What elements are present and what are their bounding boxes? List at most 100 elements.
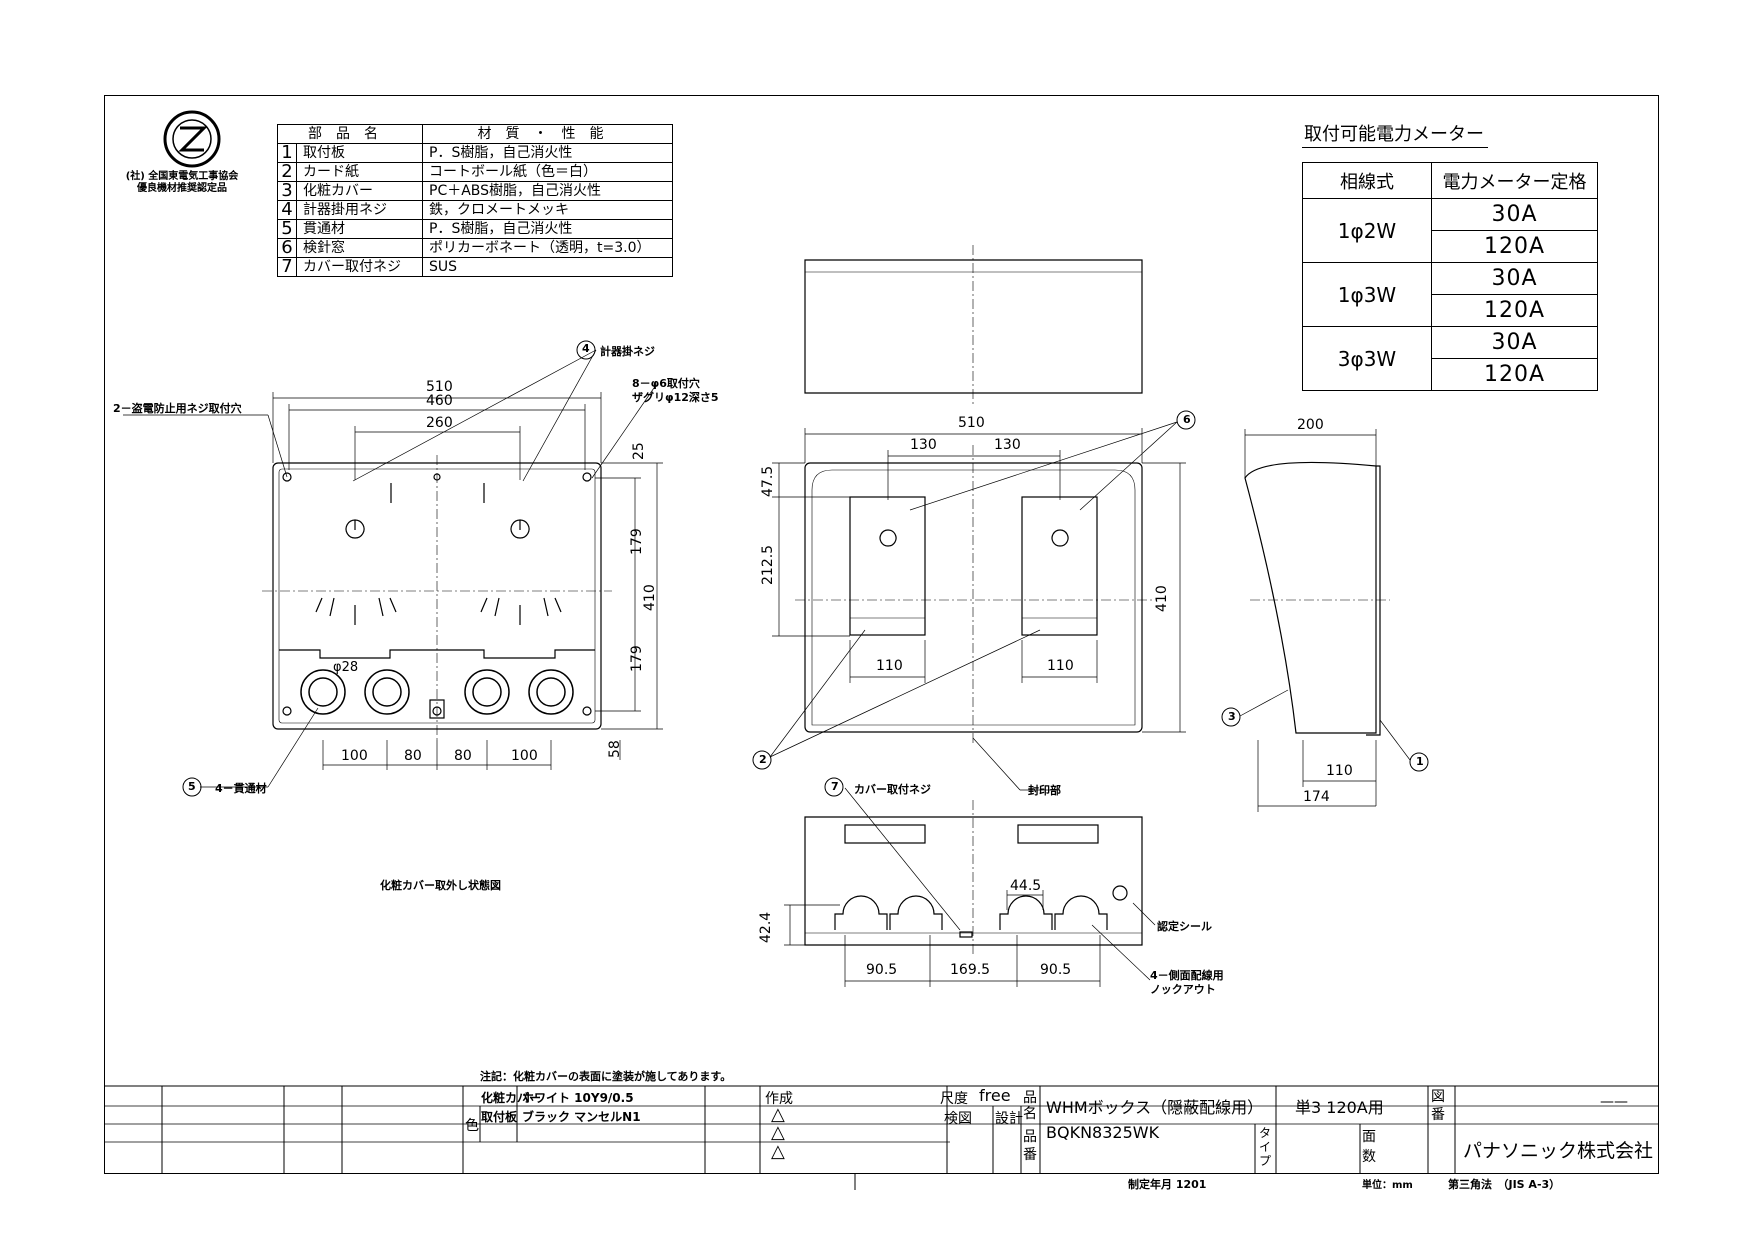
part-no: 3 [277,181,297,201]
callout-1: 1 [1416,755,1424,768]
cover-screw-label: カバー取付ネジ [854,783,931,796]
revision-mark: △ [771,1104,785,1125]
part-no: 7 [277,257,297,277]
dim-front-130b: 130 [994,437,1021,453]
dim-front-510: 510 [958,415,985,431]
parts-header-material: 材質・性能 [422,124,673,144]
dim-100a: 100 [341,748,368,764]
dim-100b: 100 [511,748,538,764]
part-no: 4 [277,200,297,220]
meter-rating: 30A [1431,326,1598,359]
meter-phase: 1φ3W [1302,262,1432,327]
dim-58: 58 [607,740,623,758]
meter-header-rating: 電力メーター定格 [1431,162,1598,199]
mount-holes-label-2: ザグリφ12深さ5 [632,391,719,404]
dim-42-4: 42.4 [758,911,774,943]
pages-label: 面数 [1362,1129,1376,1165]
dim-179a: 179 [629,528,645,555]
company-name: パナソニック株式会社 [1463,1140,1654,1162]
dim-169-5: 169.5 [950,962,991,978]
meter-header-phase: 相線式 [1302,162,1432,199]
cert-logo-icon [163,110,221,168]
part-material: SUS [422,257,673,277]
anti-theft-label: 2－盗電防止用ネジ取付穴 [113,402,242,415]
part-name: 計器掛用ネジ [296,200,423,220]
meter-rating: 30A [1431,198,1598,231]
dim-25: 25 [631,442,647,460]
spec-text: 単3 120A用 [1295,1098,1384,1117]
part-name: 化粧カバー [296,181,423,201]
unit-text: 単位：mm [1362,1180,1413,1191]
drawing-no-label: 図番 [1431,1089,1445,1123]
cover-color: ホワイト 10Y9/0.5 [522,1091,634,1105]
dim-80b: 80 [454,748,472,764]
meter-phase: 3φ3W [1302,326,1432,391]
product-number: BQKN8325WK [1046,1123,1160,1142]
callout-6: 6 [1183,413,1191,426]
drawing-frame [104,95,1659,1174]
dim-phi28: φ28 [333,660,359,675]
meter-screw-label: 計器掛ネジ [600,345,655,358]
top-view [804,245,1143,405]
scale-label: 尺度 [940,1091,968,1107]
penetration-label: 4－貫通材 [215,782,267,795]
meter-rating: 120A [1431,294,1598,327]
dim-side-174: 174 [1303,789,1330,805]
part-no: 2 [277,162,297,182]
part-no: 5 [277,219,297,239]
meter-table-header: 相線式 電力メーター定格 [1302,162,1598,199]
revision-mark: △ [771,1122,785,1143]
cert-org-line1: (社) 全国東電気工事協会 [125,171,239,182]
view-caption: 化粧カバー取外し状態図 [380,879,501,892]
check-label: 検図 [944,1111,972,1127]
dim-front-212-5: 212.5 [760,544,776,585]
dim-260: 260 [426,415,453,431]
callout-5: 5 [188,780,196,793]
parts-header-name: 部品名 [277,124,423,144]
dim-44-5: 44.5 [1010,878,1042,894]
dim-front-110a: 110 [876,658,903,674]
dim-front-410: 410 [1154,585,1170,612]
plate-label: 取付板 [481,1110,518,1124]
part-name: カード紙 [296,162,423,182]
dim-179b: 179 [629,645,645,672]
part-material: ポリカーボネート（透明，t=3.0） [422,238,673,258]
title-block-lines [104,1085,1659,1190]
part-material: 鉄，クロメートメッキ [422,200,673,220]
cover-label: 化粧カバー [481,1091,542,1105]
color-label: 色 [465,1118,479,1134]
meter-rating: 30A [1431,262,1598,295]
drawing-no-value: —— [1600,1094,1628,1110]
name-label: 品名 [1023,1090,1037,1122]
callout-3: 3 [1228,710,1236,723]
scale-value: free [979,1086,1011,1105]
design-label: 設計 [995,1111,1023,1127]
part-no: 6 [277,238,297,258]
meter-table-title: 取付可能電力メーター [1302,120,1488,148]
meter-rating: 120A [1431,230,1598,263]
dim-510: 510 [426,379,453,395]
note-text: 注記：化粧カバーの表面に塗装が施してあります。 [480,1070,732,1083]
part-material: P．S樹脂，自己消火性 [422,219,673,239]
dim-side-110: 110 [1326,763,1353,779]
dim-side-200: 200 [1297,417,1324,433]
front-view [752,410,1196,791]
plate-color: ブラック マンセルN1 [522,1110,641,1124]
revision-mark: △ [771,1141,785,1162]
dim-90-5a: 90.5 [866,962,898,978]
knockout-label-1: 4－側面配線用 [1150,969,1224,982]
side-view [1221,429,1429,812]
bottom-view [784,777,1156,987]
dim-90-5b: 90.5 [1040,962,1072,978]
part-name: 取付板 [296,143,423,163]
parts-table-header: 部品名 材質・性能 [277,124,673,144]
